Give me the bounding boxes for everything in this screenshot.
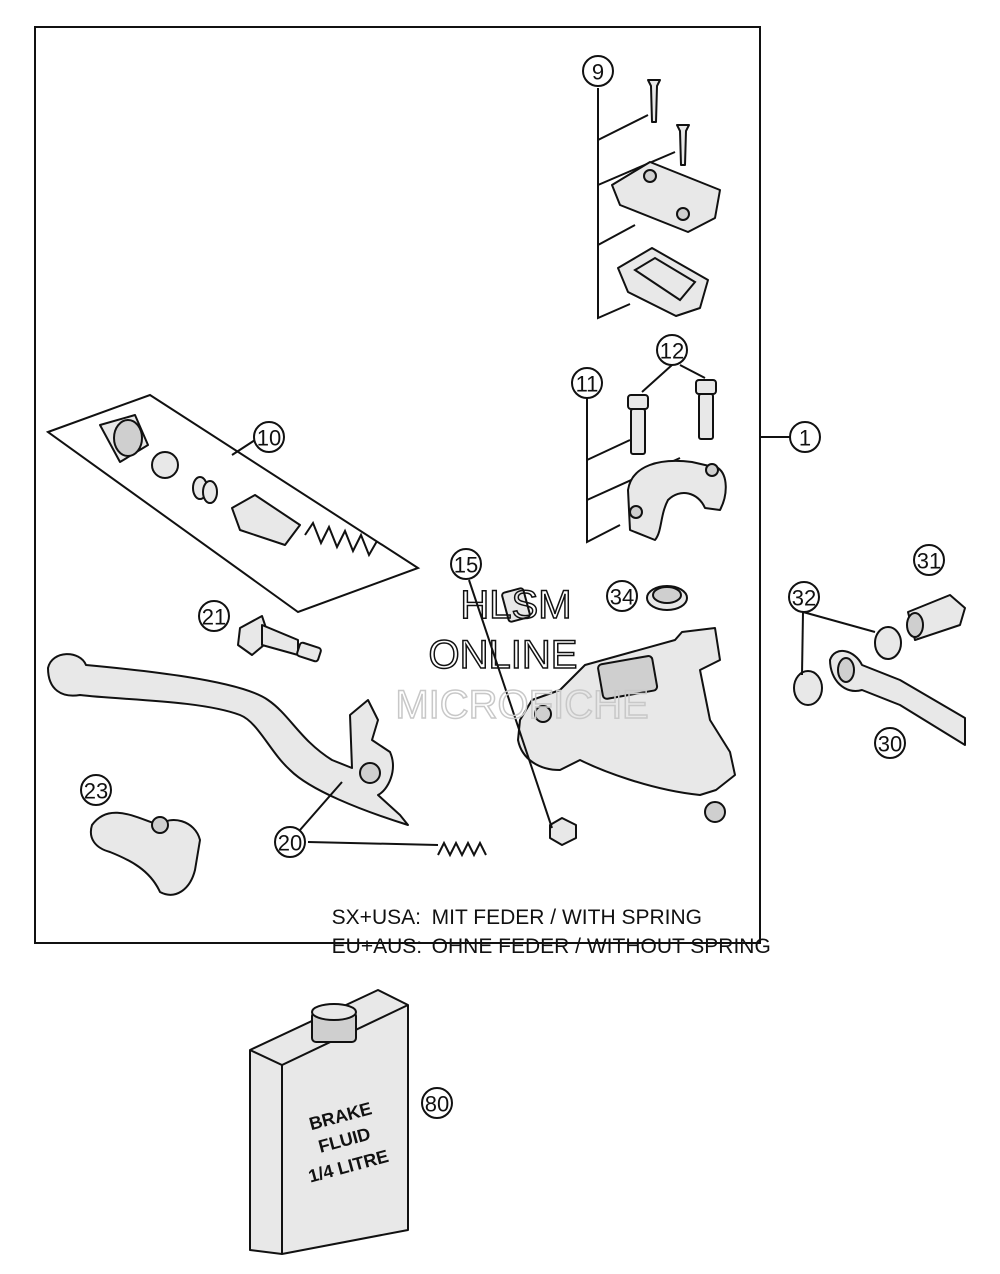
svg-text:80: 80	[425, 1092, 449, 1117]
part-34-sight-glass[interactable]	[646, 585, 688, 611]
master-cylinder-body[interactable]	[468, 579, 736, 846]
part-23-lever-guard[interactable]	[90, 811, 201, 896]
callout-20[interactable]: 20	[274, 826, 306, 858]
svg-text:34: 34	[610, 585, 634, 610]
callout-11[interactable]: 11	[571, 367, 603, 399]
callout-15[interactable]: 15	[450, 548, 482, 580]
part-80-brake-fluid-can[interactable]: BRAKE FLUID 1/4 LITRE	[249, 989, 409, 1255]
callout-23[interactable]: 23	[80, 774, 112, 806]
watermark-line2: ONLINE	[429, 633, 578, 677]
watermark-line1: HLSM	[460, 583, 571, 627]
part-21-adjuster[interactable]	[237, 615, 322, 663]
svg-text:31: 31	[917, 549, 941, 574]
callout-9[interactable]: 9	[582, 55, 614, 87]
callout-10[interactable]: 10	[253, 421, 285, 453]
note-line1: SX+USA: MIT FEDER / WITH SPRING	[320, 882, 702, 930]
callout-80[interactable]: 80	[421, 1087, 453, 1119]
note-line1-value: MIT FEDER / WITH SPRING	[431, 906, 702, 929]
callout-31[interactable]: 31	[913, 544, 945, 576]
svg-text:15: 15	[454, 553, 478, 578]
callout-34[interactable]: 34	[606, 580, 638, 612]
svg-text:9: 9	[592, 60, 604, 85]
callout-30[interactable]: 30	[874, 727, 906, 759]
callout-1[interactable]: 1	[789, 421, 821, 453]
part-30-31-32-hose[interactable]	[793, 594, 966, 746]
part-11-12-clamp-bolts[interactable]	[586, 364, 727, 544]
svg-text:12: 12	[660, 339, 684, 364]
note-line1-key: SX+USA:	[331, 906, 421, 929]
callout-12[interactable]: 12	[656, 334, 688, 366]
callout-21[interactable]: 21	[198, 600, 230, 632]
part-10-piston-kit[interactable]	[45, 393, 421, 614]
svg-text:20: 20	[278, 831, 302, 856]
callout-32[interactable]: 32	[788, 581, 820, 613]
svg-text:10: 10	[257, 426, 281, 451]
note-line2-value: OHNE FEDER / WITHOUT SPRING	[431, 935, 771, 958]
note-line2: EU+AUS: OHNE FEDER / WITHOUT SPRING	[320, 911, 771, 959]
note-line2-key: EU+AUS:	[331, 935, 423, 958]
part-20-lever[interactable]	[47, 653, 487, 858]
svg-text:23: 23	[84, 779, 108, 804]
assembly-frame	[34, 26, 761, 944]
svg-text:30: 30	[878, 732, 902, 757]
svg-text:21: 21	[202, 605, 226, 630]
svg-text:1: 1	[799, 426, 811, 451]
svg-text:32: 32	[792, 586, 816, 611]
svg-text:11: 11	[576, 372, 599, 397]
part-9-reservoir-cover-kit[interactable]	[597, 79, 721, 320]
watermark-line3: MICROFICHE	[395, 683, 648, 727]
